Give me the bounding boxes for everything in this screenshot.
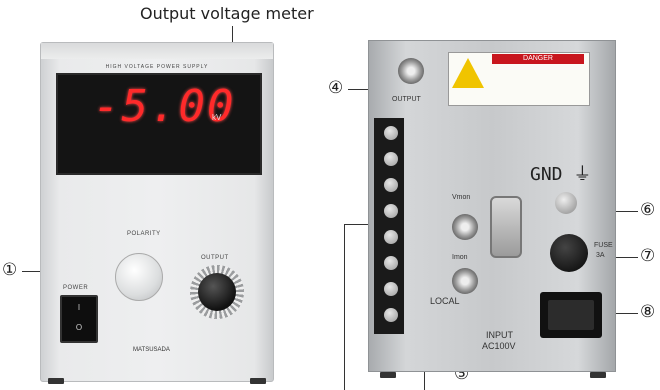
terminal-leader-h — [344, 224, 376, 225]
voltage-display — [56, 73, 262, 175]
imon-connector[interactable] — [452, 268, 478, 294]
polarity-label: POLARITY — [127, 231, 161, 237]
terminal-screw[interactable] — [384, 308, 398, 322]
imon-label: Imon — [452, 254, 468, 261]
fuse-value: 3A — [596, 252, 605, 259]
display-value: -5.00 — [93, 81, 236, 132]
callout-6: ⑥ — [640, 200, 656, 220]
front-foot-right — [250, 378, 266, 384]
callout-8-leader — [604, 313, 638, 314]
vmon-label: Vmon — [452, 194, 471, 201]
output-connector[interactable] — [398, 58, 424, 84]
high-voltage-warning-icon — [452, 58, 484, 88]
gnd-terminal[interactable] — [555, 192, 577, 214]
rear-foot-right — [590, 372, 606, 378]
fuse-label: FUSE — [594, 242, 613, 249]
callout-1: ① — [2, 260, 18, 280]
output-connector-label: OUTPUT — [392, 96, 421, 103]
terminal-screw[interactable] — [384, 152, 398, 166]
polarity-knob[interactable] — [115, 253, 163, 301]
terminal-screw[interactable] — [384, 178, 398, 192]
brand-logo: MATSUSADA — [133, 347, 170, 353]
terminal-leader — [344, 224, 345, 390]
power-switch[interactable]: I O — [60, 295, 98, 343]
callout-7: ⑦ — [640, 246, 656, 266]
callout-4: ④ — [328, 78, 344, 98]
display-unit: kV — [212, 113, 222, 122]
terminal-block — [374, 118, 404, 334]
front-top-edge — [41, 43, 273, 59]
remote-connector[interactable] — [490, 196, 522, 258]
rear-foot-left — [380, 372, 396, 378]
terminal-screw[interactable] — [384, 230, 398, 244]
local-label: LOCAL — [430, 296, 460, 306]
output-voltage-meter-label: Output voltage meter — [140, 4, 314, 23]
terminal-screw[interactable] — [384, 126, 398, 140]
callout-8: ⑧ — [640, 302, 656, 322]
output-knob-label: OUTPUT — [201, 255, 229, 261]
vmon-connector[interactable] — [452, 214, 478, 240]
power-label: POWER — [63, 285, 89, 291]
terminal-screw[interactable] — [384, 282, 398, 296]
output-knob[interactable] — [198, 273, 236, 311]
terminal-screw[interactable] — [384, 204, 398, 218]
power-off-mark: O — [75, 323, 83, 332]
front-panel-title: HIGH VOLTAGE POWER SUPPLY — [105, 64, 209, 70]
front-panel: HIGH VOLTAGE POWER SUPPLY -5.00 kV POLAR… — [40, 42, 274, 382]
danger-banner: DANGER — [492, 54, 584, 64]
input-value: AC100V — [482, 341, 516, 351]
front-foot-left — [48, 378, 64, 384]
power-on-mark: I — [77, 303, 81, 312]
terminal-screw[interactable] — [384, 256, 398, 270]
ac-inlet-socket — [548, 300, 594, 330]
fuse-holder[interactable] — [550, 234, 588, 272]
gnd-label: GND ⏚ — [530, 164, 592, 185]
input-label: INPUT — [486, 330, 513, 340]
